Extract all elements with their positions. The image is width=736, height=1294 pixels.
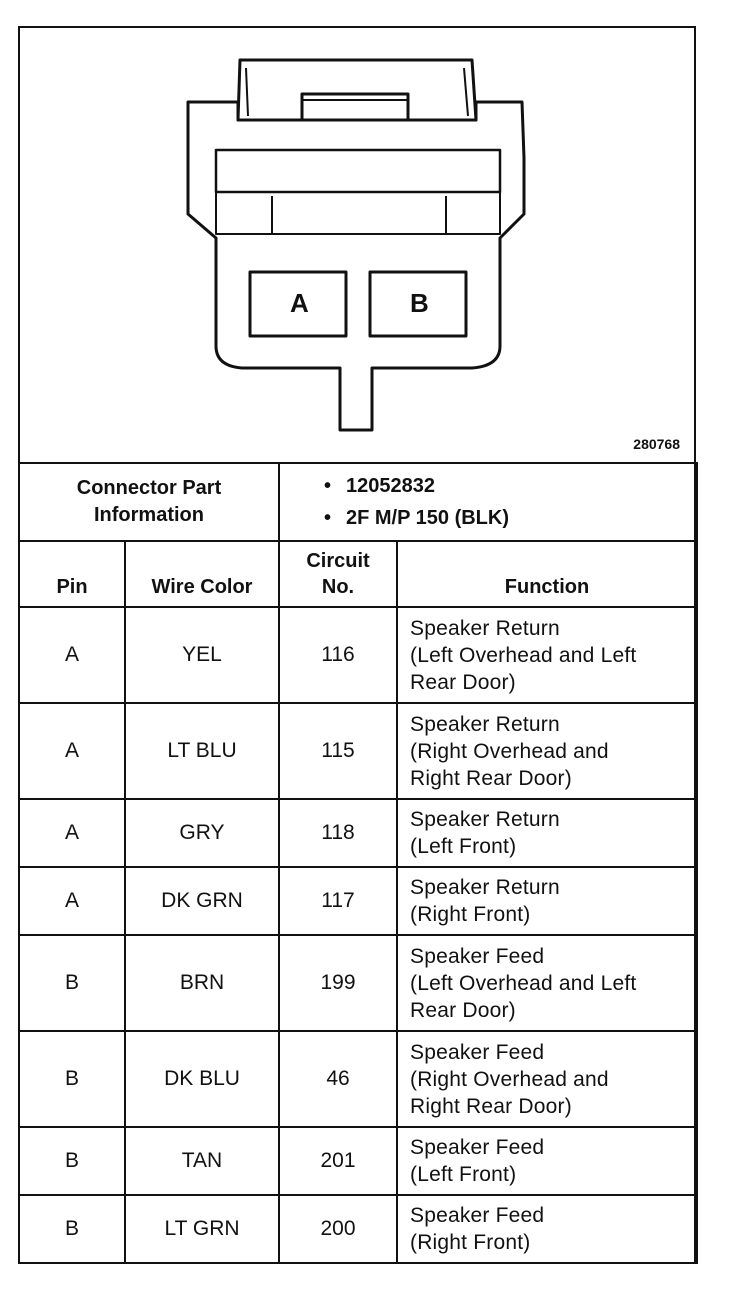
wire-color-cell: GRY bbox=[124, 798, 280, 868]
pin-cell: B bbox=[18, 1194, 126, 1264]
part-info-label: Connector Part Information bbox=[18, 462, 280, 542]
pin-cell: A bbox=[18, 606, 126, 704]
function-line: Right Rear Door) bbox=[410, 766, 572, 790]
function-line: Rear Door) bbox=[410, 998, 516, 1022]
pin-cell: B bbox=[18, 1126, 126, 1196]
function-line: Speaker Feed bbox=[410, 944, 545, 968]
pin-cell: B bbox=[18, 934, 126, 1032]
wire-color-cell: YEL bbox=[124, 606, 280, 704]
function-line: (Right Front) bbox=[410, 1231, 531, 1254]
part-info-label-line2: Information bbox=[94, 504, 204, 526]
circuit-cell: 116 bbox=[278, 606, 398, 704]
header-function: Function bbox=[396, 540, 698, 608]
function-line: Speaker Feed bbox=[410, 1136, 545, 1159]
function-line: Speaker Feed bbox=[410, 1040, 545, 1064]
function-cell: Speaker Feed (Left Front) bbox=[396, 1126, 698, 1196]
wire-color-cell: LT BLU bbox=[124, 702, 280, 800]
function-line: (Right Overhead and bbox=[410, 739, 609, 763]
header-circuit: Circuit No. bbox=[278, 540, 398, 608]
function-line: Right Rear Door) bbox=[410, 1094, 572, 1118]
connector-table: Connector Part Information •12052832 •2F… bbox=[18, 462, 698, 1264]
wire-color-cell: DK GRN bbox=[124, 866, 280, 936]
pin-cell: A bbox=[18, 798, 126, 868]
header-wire-color: Wire Color bbox=[124, 540, 280, 608]
function-line: Speaker Return bbox=[410, 876, 560, 899]
pin-cell: A bbox=[18, 702, 126, 800]
circuit-cell: 117 bbox=[278, 866, 398, 936]
function-line: Speaker Return bbox=[410, 808, 560, 831]
part-info-values: •12052832 •2F M/P 150 (BLK) bbox=[278, 462, 698, 542]
circuit-cell: 118 bbox=[278, 798, 398, 868]
function-line: (Left Overhead and Left bbox=[410, 971, 637, 995]
connector-diagram: A B 280768 bbox=[20, 28, 694, 464]
function-line: Speaker Return bbox=[410, 616, 560, 640]
wire-color-cell: TAN bbox=[124, 1126, 280, 1196]
function-cell: Speaker Feed (Right Front) bbox=[396, 1194, 698, 1264]
pin-cell: B bbox=[18, 1030, 126, 1128]
wire-color-cell: BRN bbox=[124, 934, 280, 1032]
function-line: Speaker Return bbox=[410, 712, 560, 736]
header-circuit-line2: No. bbox=[321, 576, 355, 598]
function-cell: Speaker Return (Left Front) bbox=[396, 798, 698, 868]
pin-b-label: B bbox=[410, 288, 429, 318]
circuit-cell: 200 bbox=[278, 1194, 398, 1264]
header-row: Pin Wire Color Circuit No. Function bbox=[18, 540, 698, 608]
header-circuit-line1: Circuit bbox=[306, 550, 370, 572]
part-number: 12052832 bbox=[346, 475, 435, 497]
pin-a-label: A bbox=[290, 288, 309, 318]
circuit-cell: 199 bbox=[278, 934, 398, 1032]
header-pin: Pin bbox=[18, 540, 126, 608]
connector-drawing bbox=[186, 58, 526, 432]
circuit-cell: 201 bbox=[278, 1126, 398, 1196]
function-line: (Left Front) bbox=[410, 835, 517, 858]
function-cell: Speaker Return (Right Front) bbox=[396, 866, 698, 936]
function-line: (Left Front) bbox=[410, 1163, 517, 1186]
function-line: (Left Overhead and Left bbox=[410, 643, 637, 667]
figure-id: 280768 bbox=[633, 436, 680, 452]
circuit-cell: 115 bbox=[278, 702, 398, 800]
part-description: 2F M/P 150 (BLK) bbox=[346, 507, 509, 529]
wire-color-cell: LT GRN bbox=[124, 1194, 280, 1264]
function-line: (Right Overhead and bbox=[410, 1067, 609, 1091]
function-line: Rear Door) bbox=[410, 670, 516, 694]
function-line: Speaker Feed bbox=[410, 1204, 545, 1227]
wire-color-cell: DK BLU bbox=[124, 1030, 280, 1128]
part-info-label-line1: Connector Part bbox=[76, 477, 222, 499]
circuit-cell: 46 bbox=[278, 1030, 398, 1128]
function-line: (Right Front) bbox=[410, 903, 531, 926]
connector-chart: A B 280768 Connector Part Information •1… bbox=[18, 26, 698, 1264]
part-info-row: Connector Part Information •12052832 •2F… bbox=[18, 462, 698, 542]
pin-cell: A bbox=[18, 866, 126, 936]
